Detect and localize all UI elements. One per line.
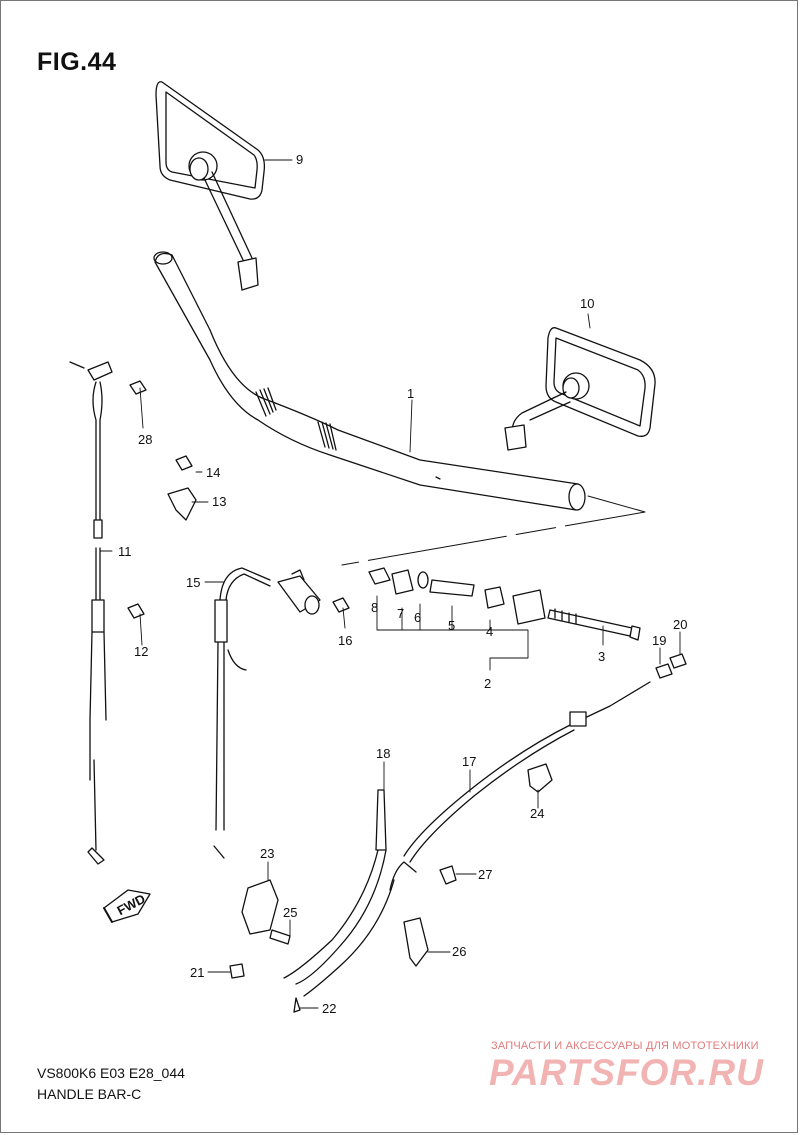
callout-11: 11 [118, 544, 132, 559]
switch-wire-15[interactable] [213, 567, 321, 859]
mirror-right[interactable] [504, 327, 656, 451]
callout-14: 14 [206, 465, 220, 480]
callout-numbers: 1 2 3 4 5 6 7 8 9 10 11 12 13 14 15 16 1… [118, 152, 687, 1016]
fwd-arrow [103, 889, 151, 923]
callout-22: 22 [322, 1001, 336, 1016]
callout-19: 19 [652, 633, 666, 648]
clutch-cable-17[interactable] [389, 681, 651, 891]
callout-12: 12 [134, 644, 148, 659]
callout-26: 26 [452, 944, 466, 959]
cable-11[interactable] [69, 361, 113, 865]
throttle-cable-18[interactable] [283, 789, 395, 997]
callout-5: 5 [448, 618, 455, 633]
callout-16: 16 [338, 633, 352, 648]
callout-25: 25 [283, 905, 297, 920]
section-name: HANDLE BAR-C [37, 1086, 142, 1102]
callout-21: 21 [190, 965, 204, 980]
callout-1: 1 [407, 386, 414, 401]
callout-15: 15 [186, 575, 200, 590]
callout-8: 8 [371, 600, 378, 615]
handlebar[interactable] [153, 251, 586, 511]
callout-3: 3 [598, 649, 605, 664]
watermark-subtitle: ЗАПЧАСТИ И АКСЕССУАРЫ ДЛЯ МОТОТЕХНИКИ [491, 1040, 759, 1052]
figure-title: FIG.44 [37, 48, 117, 76]
callout-10: 10 [580, 296, 594, 311]
callout-6: 6 [414, 610, 421, 625]
callout-4: 4 [486, 624, 493, 639]
callout-13: 13 [212, 494, 226, 509]
callout-24: 24 [530, 806, 544, 821]
watermark-logo: PARTSFOR.RU [489, 1052, 764, 1093]
model-code: VS800K6 E03 E28_044 [37, 1065, 185, 1081]
callout-23: 23 [260, 846, 274, 861]
callout-7: 7 [397, 606, 404, 621]
callout-17: 17 [462, 754, 476, 769]
callout-18: 18 [376, 746, 390, 761]
callout-2: 2 [484, 676, 491, 691]
mirror-left[interactable] [155, 81, 266, 291]
grip-assembly[interactable] [368, 567, 687, 679]
callout-leaders [99, 159, 681, 1009]
callout-28: 28 [138, 432, 152, 447]
callout-20: 20 [673, 617, 687, 632]
callout-27: 27 [478, 867, 492, 882]
callout-9: 9 [296, 152, 303, 167]
